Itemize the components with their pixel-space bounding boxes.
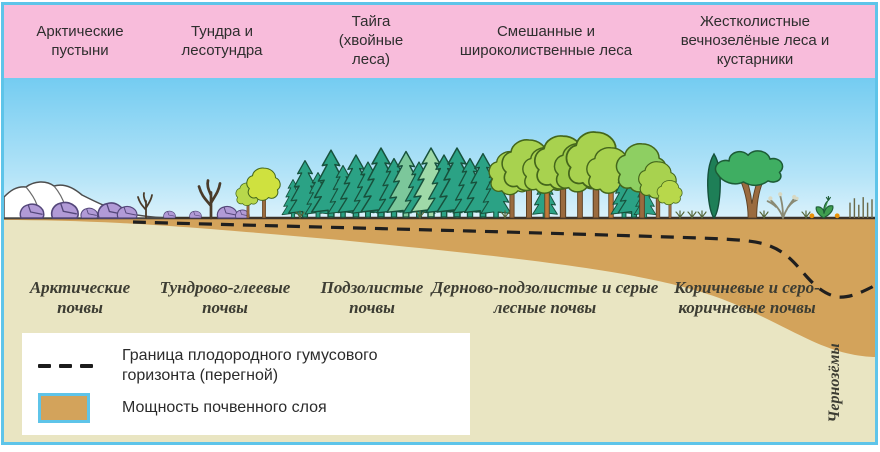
soil-label-arctic: Арктические почвы [29, 278, 131, 318]
legend-soil-label: Мощность почвенного слоя [122, 399, 327, 417]
legend-row-soil: Мощность почвенного слоя [38, 393, 432, 423]
natural-zones-header [4, 5, 876, 78]
legend-soil-swatch-wrap [38, 393, 96, 423]
zone-label-text: Тайга (хвойные леса) [338, 13, 404, 68]
legend-row-humus: Граница плодородного гумусового горизонт… [38, 346, 432, 385]
zone-label-taiga: Тайга (хвойные леса) [324, 5, 419, 78]
zone-label-tundra: Тундра и лесотундра [166, 5, 278, 78]
legend-dash-symbol [38, 363, 96, 368]
soil-label-podzolic: Подзолистые почвы [320, 278, 424, 318]
zone-label-text: Тундра и лесотундра [181, 22, 263, 59]
zone-label-text: Смешанные и широколиственные леса [459, 22, 633, 59]
soil-label-chernozem-vertical: Чернозёмы [826, 343, 843, 423]
humus-boundary-line [132, 220, 878, 299]
soil-thickness-layer [4, 218, 877, 357]
soil-label-sod-podzolic: Дерново-подзолистые и серые лесные почвы [431, 278, 659, 318]
legend-humus-label: Граница плодородного гумусового горизонт… [122, 347, 378, 384]
soil-label-tundra-gley: Тундрово-глеевые почвы [159, 278, 291, 318]
zone-label-text: Жестколистные вечнозелёные леса и кустар… [680, 13, 830, 68]
soil-label-brown: Коричневые и серо-коричневые почвы [674, 278, 820, 318]
legend: Граница плодородного гумусового горизонт… [22, 333, 470, 435]
zone-label-text: Арктические пустыни [36, 22, 124, 59]
zone-label-arctic-deserts: Арктические пустыни [18, 5, 142, 78]
soil-swatch-icon [38, 393, 90, 423]
zone-label-evergreen-forests: Жестколистные вечнозелёные леса и кустар… [673, 5, 838, 78]
dashed-line-icon [38, 363, 93, 368]
zone-label-mixed-forests: Смешанные и широколиственные леса [454, 5, 639, 78]
